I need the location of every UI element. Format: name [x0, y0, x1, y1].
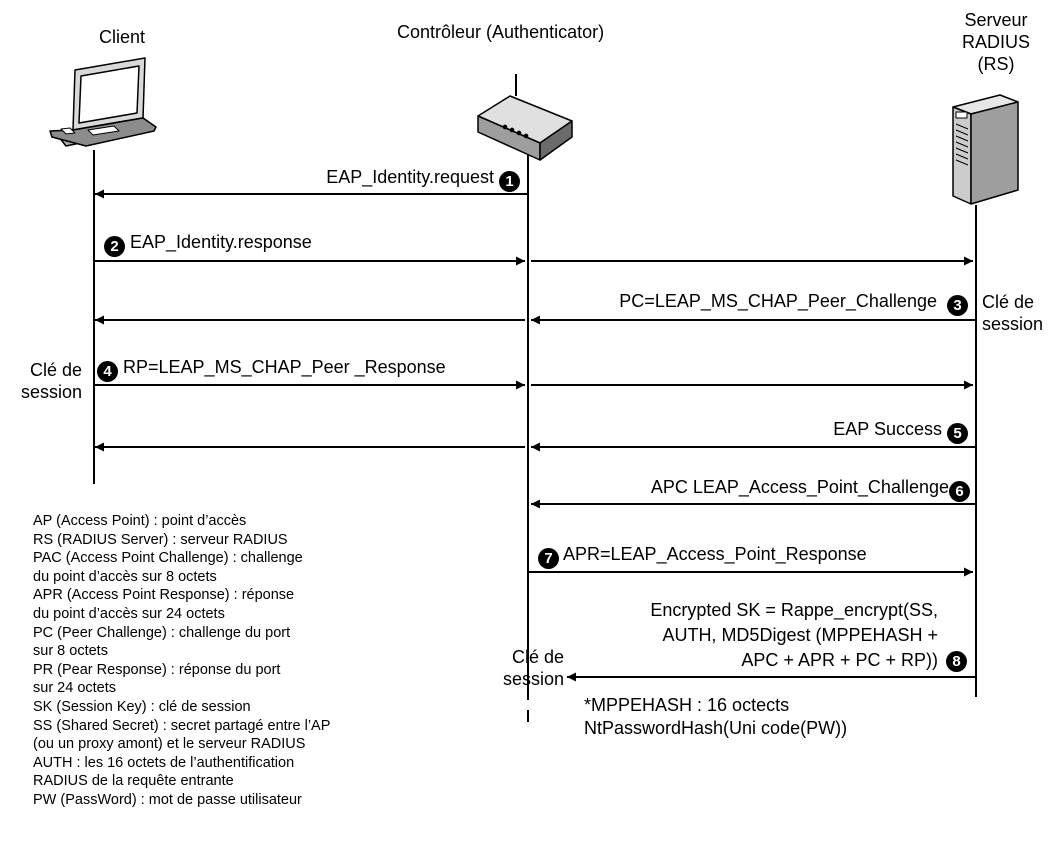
- message-8-marker-wrap: 8: [946, 646, 967, 672]
- step-7-marker: 7: [538, 548, 559, 569]
- legend-line: sur 8 octets: [33, 643, 108, 660]
- controller-actor-label: Contrôleur (Authenticator): [397, 22, 605, 42]
- step-2-marker: 2: [104, 236, 125, 257]
- legend-line: PAC (Access Point Challenge) : challenge: [33, 550, 303, 567]
- step-5-marker: 5: [947, 423, 968, 444]
- legend-line: (ou un proxy amont) et le serveur RADIUS: [33, 736, 306, 753]
- step-1-marker: 1: [499, 171, 520, 192]
- message-4-label: 4 RP=LEAP_MS_CHAP_Peer _Response: [97, 356, 446, 382]
- step-3-marker: 3: [947, 295, 968, 316]
- message-2-label: 2 EAP_Identity.response: [104, 231, 312, 257]
- legend-line: du point d’accès sur 24 octets: [33, 605, 225, 622]
- legend-line: PR (Pear Response) : réponse du port: [33, 661, 281, 678]
- message-7-label: 7 APR=LEAP_Access_Point_Response: [538, 543, 867, 569]
- step-8-marker: 8: [946, 651, 967, 672]
- message-3-label: PC=LEAP_MS_CHAP_Peer_Challenge 3: [520, 290, 968, 316]
- controller-session-key-label: Clé de session: [502, 647, 564, 689]
- message-8-label: Encrypted SK = Rappe_encrypt(SS, AUTH, M…: [650, 600, 938, 670]
- message-5-label: EAP Success 5: [700, 418, 968, 444]
- step-4-marker: 4: [97, 361, 118, 382]
- abbreviation-legend: AP (Access Point) : point d’accès RS (RA…: [33, 512, 330, 810]
- legend-line: du point d’accès sur 8 octets: [33, 568, 217, 585]
- client-session-key-label: Clé de session: [20, 360, 82, 402]
- legend-line: sur 24 octets: [33, 680, 117, 697]
- legend-line: PW (PassWord) : mot de passe utilisateur: [33, 791, 302, 808]
- server-icon: [952, 94, 1019, 205]
- legend-line: SK (Session Key) : clé de session: [33, 698, 251, 715]
- legend-line: AP (Access Point) : point d’accès: [33, 513, 247, 529]
- legend-line: PC (Peer Challenge) : challenge du port: [33, 624, 291, 641]
- mppehash-footnote: *MPPEHASH : 16 octects NtPasswordHash(Un…: [584, 695, 848, 738]
- router-icon: [477, 74, 573, 161]
- legend-line: AUTH : les 16 octets de l’authentificati…: [33, 754, 295, 771]
- client-actor-label: Client: [99, 27, 146, 47]
- legend-line: APR (Access Point Response) : réponse: [33, 587, 295, 604]
- laptop-icon: [49, 57, 157, 147]
- step-6-marker: 6: [949, 481, 970, 502]
- message-1-label: EAP_Identity.request 1: [250, 166, 520, 192]
- legend-line: RS (RADIUS Server) : serveur RADIUS: [33, 531, 288, 548]
- legend-line: RADIUS de la requête entrante: [33, 773, 234, 790]
- legend-line: SS (Shared Secret) : secret partagé entr…: [33, 717, 331, 734]
- server-session-key-label: Clé de session: [982, 292, 1044, 334]
- server-actor-label: Serveur RADIUS (RS): [961, 10, 1030, 74]
